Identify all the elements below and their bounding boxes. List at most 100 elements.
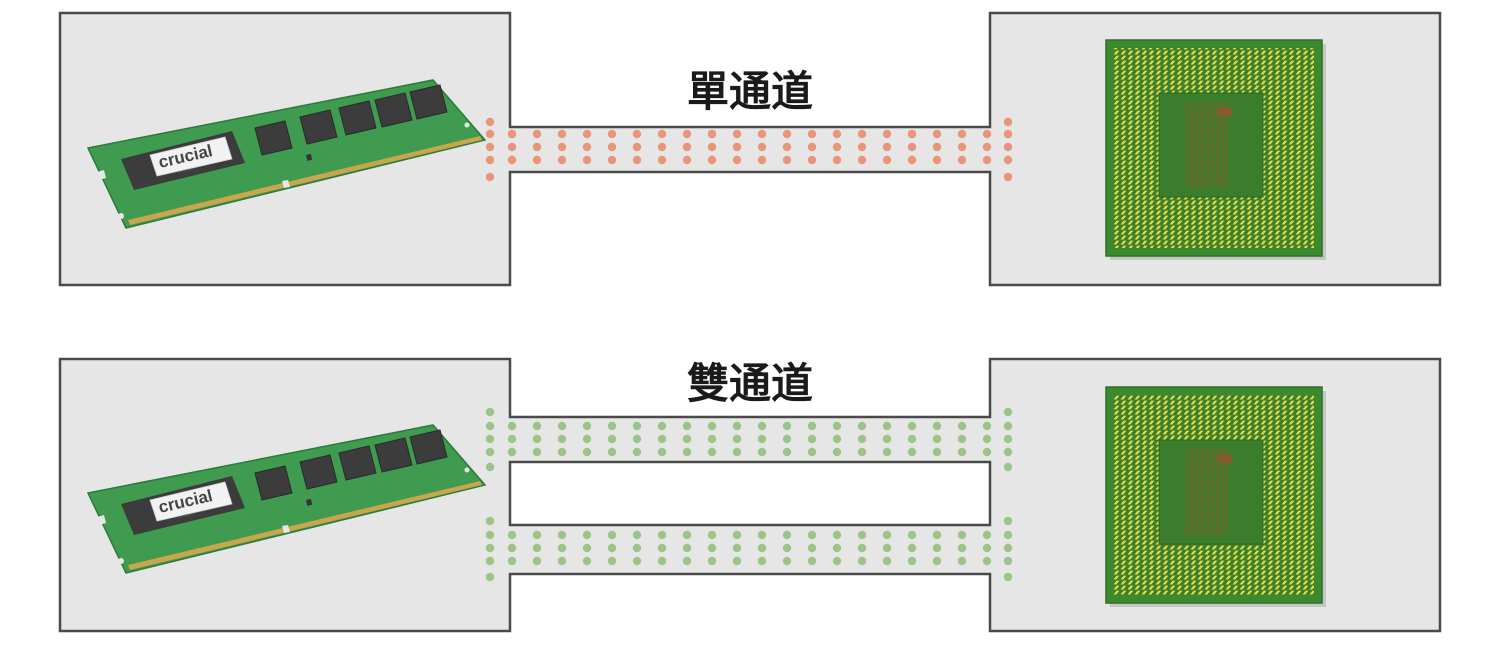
data-dot	[682, 434, 692, 444]
data-dot	[557, 155, 567, 165]
data-dot	[507, 129, 517, 139]
data-dot	[1003, 407, 1013, 417]
data-dot	[507, 543, 517, 553]
data-dot	[532, 421, 542, 431]
ram-memory-chip	[299, 454, 338, 490]
dual-channel-data-dots	[485, 407, 1013, 582]
data-dot	[657, 556, 667, 566]
data-dot	[507, 556, 517, 566]
ram-memory-chip	[374, 437, 413, 473]
data-dot	[982, 543, 992, 553]
data-dot	[932, 556, 942, 566]
data-dot	[857, 434, 867, 444]
data-dot	[907, 142, 917, 152]
data-dot	[1003, 172, 1013, 182]
data-dot	[982, 142, 992, 152]
data-dot	[632, 129, 642, 139]
data-dot	[757, 155, 767, 165]
data-dot	[485, 447, 495, 457]
data-dot	[532, 543, 542, 553]
data-dot	[757, 421, 767, 431]
ram-gold-contacts	[128, 481, 482, 570]
data-dot	[557, 142, 567, 152]
data-dot	[532, 155, 542, 165]
data-dot	[757, 543, 767, 553]
data-dot	[657, 543, 667, 553]
data-dot	[682, 530, 692, 540]
data-dot	[707, 129, 717, 139]
data-dot	[657, 530, 667, 540]
data-dot	[757, 129, 767, 139]
data-dot	[582, 434, 592, 444]
data-dot	[907, 421, 917, 431]
data-dot	[507, 421, 517, 431]
data-dot	[982, 421, 992, 431]
data-dot	[485, 117, 495, 127]
data-dot	[657, 434, 667, 444]
data-dot	[682, 142, 692, 152]
crucial-logo-sticker	[149, 481, 233, 522]
data-dot	[607, 556, 617, 566]
data-dot	[582, 142, 592, 152]
data-dot	[982, 129, 992, 139]
crucial-logo-sticker	[149, 136, 233, 177]
data-dot	[557, 447, 567, 457]
data-dot	[832, 421, 842, 431]
ram-memory-chip	[409, 429, 448, 465]
data-dot	[632, 530, 642, 540]
ram-memory-chip	[374, 92, 413, 128]
data-dot	[982, 434, 992, 444]
data-dot	[857, 155, 867, 165]
data-dot	[485, 572, 495, 582]
data-dot	[1003, 142, 1013, 152]
data-dot	[732, 530, 742, 540]
data-dot	[1003, 572, 1013, 582]
data-dot	[932, 142, 942, 152]
data-dot	[882, 543, 892, 553]
data-dot	[582, 543, 592, 553]
data-dot	[582, 129, 592, 139]
data-dot	[657, 142, 667, 152]
data-dot	[732, 447, 742, 457]
data-dot	[857, 543, 867, 553]
data-dot	[882, 434, 892, 444]
data-dot	[957, 434, 967, 444]
data-dot	[957, 556, 967, 566]
data-dot	[707, 530, 717, 540]
data-dot	[557, 543, 567, 553]
data-dot	[1003, 543, 1013, 553]
cpu-chip	[1105, 39, 1326, 260]
data-dot	[485, 516, 495, 526]
data-dot	[485, 142, 495, 152]
data-dot	[882, 142, 892, 152]
data-dot	[485, 421, 495, 431]
data-dot	[507, 155, 517, 165]
dual-channel-divider	[508, 460, 992, 527]
data-dot	[782, 155, 792, 165]
data-dot	[857, 129, 867, 139]
data-dot	[732, 129, 742, 139]
data-dot	[1003, 421, 1013, 431]
data-dot	[882, 129, 892, 139]
data-dot	[807, 421, 817, 431]
data-dot	[532, 129, 542, 139]
data-dot	[882, 530, 892, 540]
data-dot	[957, 543, 967, 553]
data-dot	[707, 447, 717, 457]
data-dot	[857, 530, 867, 540]
data-dot	[732, 543, 742, 553]
data-dot	[782, 530, 792, 540]
data-dot	[1003, 556, 1013, 566]
data-dot	[632, 155, 642, 165]
ram-gold-contacts	[128, 136, 482, 225]
data-dot	[707, 543, 717, 553]
data-dot	[607, 421, 617, 431]
data-dot	[982, 447, 992, 457]
data-dot	[832, 155, 842, 165]
data-dot	[932, 530, 942, 540]
single-channel-panel	[58, 11, 1442, 287]
data-dot	[782, 421, 792, 431]
